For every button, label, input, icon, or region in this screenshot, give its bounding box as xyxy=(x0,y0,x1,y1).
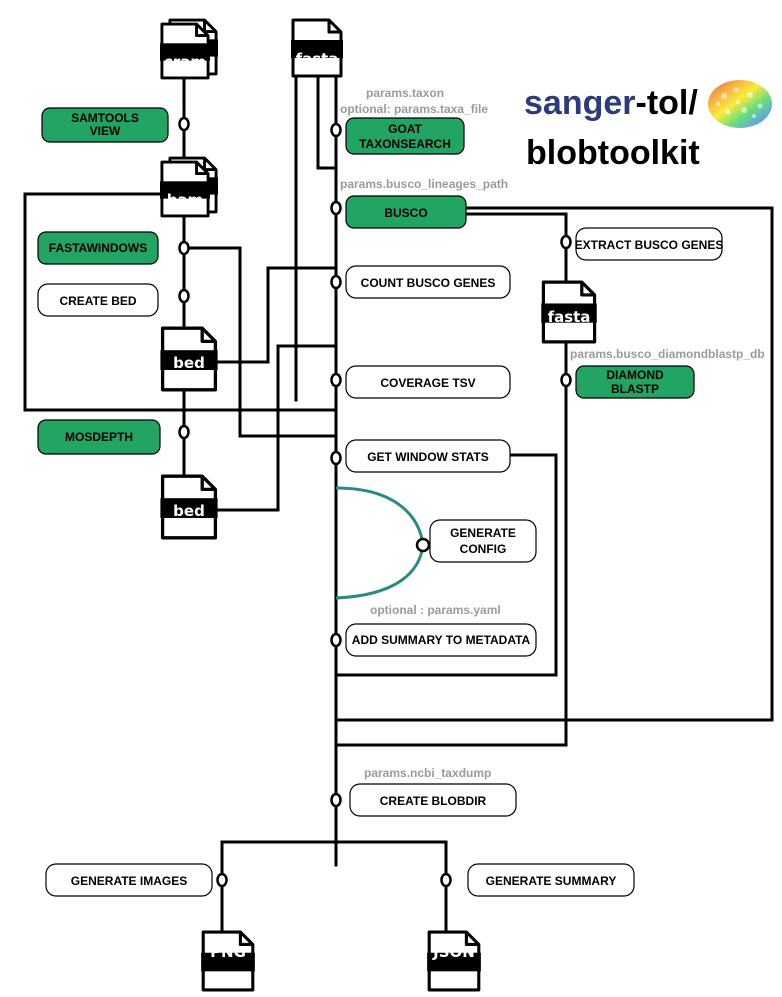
process-get-window-stats: GET WINDOW STATS xyxy=(345,439,511,473)
svg-text:CONFIG: CONFIG xyxy=(460,542,507,556)
svg-text:GENERATE: GENERATE xyxy=(450,526,516,540)
svg-text:bam: bam xyxy=(167,191,204,209)
svg-text:TAXONSEARCH: TAXONSEARCH xyxy=(359,137,451,151)
file-bam: bam xyxy=(160,156,218,218)
process-samtools-view: SAMTOOLS VIEW xyxy=(41,107,169,143)
svg-text:ADD SUMMARY TO METADATA: ADD SUMMARY TO METADATA xyxy=(352,633,531,647)
svg-text:DIAMOND: DIAMOND xyxy=(606,368,664,382)
rainbow-brain-logo xyxy=(708,80,772,128)
svg-text:GOAT: GOAT xyxy=(388,122,422,136)
process-generate-images: GENERATE IMAGES xyxy=(45,863,213,897)
svg-text:GENERATE SUMMARY: GENERATE SUMMARY xyxy=(486,874,617,888)
process-goat-taxonsearch: GOAT TAXONSEARCH xyxy=(345,117,465,155)
param-busco-lineages-path: params.busco_lineages_path xyxy=(340,177,508,191)
svg-text:fasta: fasta xyxy=(548,308,591,326)
title: sanger-tol/ blobtoolkit xyxy=(524,84,700,172)
svg-text:BUSCO: BUSCO xyxy=(384,206,427,220)
title-blobtoolkit: blobtoolkit xyxy=(526,134,700,172)
svg-text:GENERATE IMAGES: GENERATE IMAGES xyxy=(71,874,187,888)
svg-text:CREATE BED: CREATE BED xyxy=(59,294,136,308)
process-generate-summary: GENERATE SUMMARY xyxy=(467,863,635,897)
svg-text:SAMTOOLS: SAMTOOLS xyxy=(71,111,139,125)
svg-text:COUNT BUSCO GENES: COUNT BUSCO GENES xyxy=(361,276,496,290)
svg-text:EXTRACT BUSCO GENES: EXTRACT BUSCO GENES xyxy=(575,238,724,252)
param-taxon: params.taxon xyxy=(366,86,444,100)
process-generate-config: GENERATE CONFIG xyxy=(429,519,537,563)
svg-text:VIEW: VIEW xyxy=(90,124,121,138)
title-part-tol: -tol/ xyxy=(636,84,699,122)
file-fasta-input: fasta xyxy=(289,18,345,78)
title-part-sanger: sanger xyxy=(524,84,636,122)
process-count-busco-genes: COUNT BUSCO GENES xyxy=(345,265,511,299)
param-yaml: optional : params.yaml xyxy=(370,603,501,617)
param-ncbi-taxdump: params.ncbi_taxdump xyxy=(364,766,491,780)
process-coverage-tsv: COVERAGE TSV xyxy=(345,365,511,399)
svg-text:bed: bed xyxy=(173,502,205,520)
process-create-bed: CREATE BED xyxy=(37,283,159,317)
svg-text:fasta: fasta xyxy=(296,50,339,68)
process-create-blobdir: CREATE BLOBDIR xyxy=(349,783,517,817)
svg-text:BLASTP: BLASTP xyxy=(611,382,659,396)
process-add-summary-to-metadata: ADD SUMMARY TO METADATA xyxy=(345,623,537,657)
port-markers xyxy=(178,116,572,888)
svg-text:COVERAGE TSV: COVERAGE TSV xyxy=(380,376,475,390)
svg-text:PNG: PNG xyxy=(210,943,246,961)
process-extract-busco-genes: EXTRACT BUSCO GENES xyxy=(575,227,724,261)
svg-text:bed: bed xyxy=(173,354,205,372)
param-taxa-file: optional: params.taxa_file xyxy=(340,102,488,116)
svg-text:sanger-tol/: sanger-tol/ xyxy=(524,84,698,122)
svg-text:GET WINDOW STATS: GET WINDOW STATS xyxy=(367,450,489,464)
process-diamond-blastp: DIAMOND BLASTP xyxy=(575,365,695,399)
svg-text:MOSDEPTH: MOSDEPTH xyxy=(65,430,133,444)
param-busco-diamondblastp-db: params.busco_diamondblastp_db xyxy=(570,347,765,361)
file-bed-regions: bed xyxy=(160,326,218,392)
file-json: JSON xyxy=(426,930,482,992)
config-curve xyxy=(335,486,425,600)
file-fasta-busco: fasta xyxy=(540,280,598,344)
file-png: PNG xyxy=(200,930,256,992)
process-busco: BUSCO xyxy=(345,195,467,229)
svg-text:JSON: JSON xyxy=(432,943,475,961)
file-cram: cram xyxy=(160,18,218,80)
process-fastawindows: FASTAWINDOWS xyxy=(37,231,159,265)
svg-text:CREATE BLOBDIR: CREATE BLOBDIR xyxy=(380,794,487,808)
file-bed-coverage: bed xyxy=(160,474,218,540)
svg-text:cram: cram xyxy=(164,53,206,71)
process-mosdepth: MOSDEPTH xyxy=(37,419,161,455)
svg-text:FASTAWINDOWS: FASTAWINDOWS xyxy=(49,241,147,255)
